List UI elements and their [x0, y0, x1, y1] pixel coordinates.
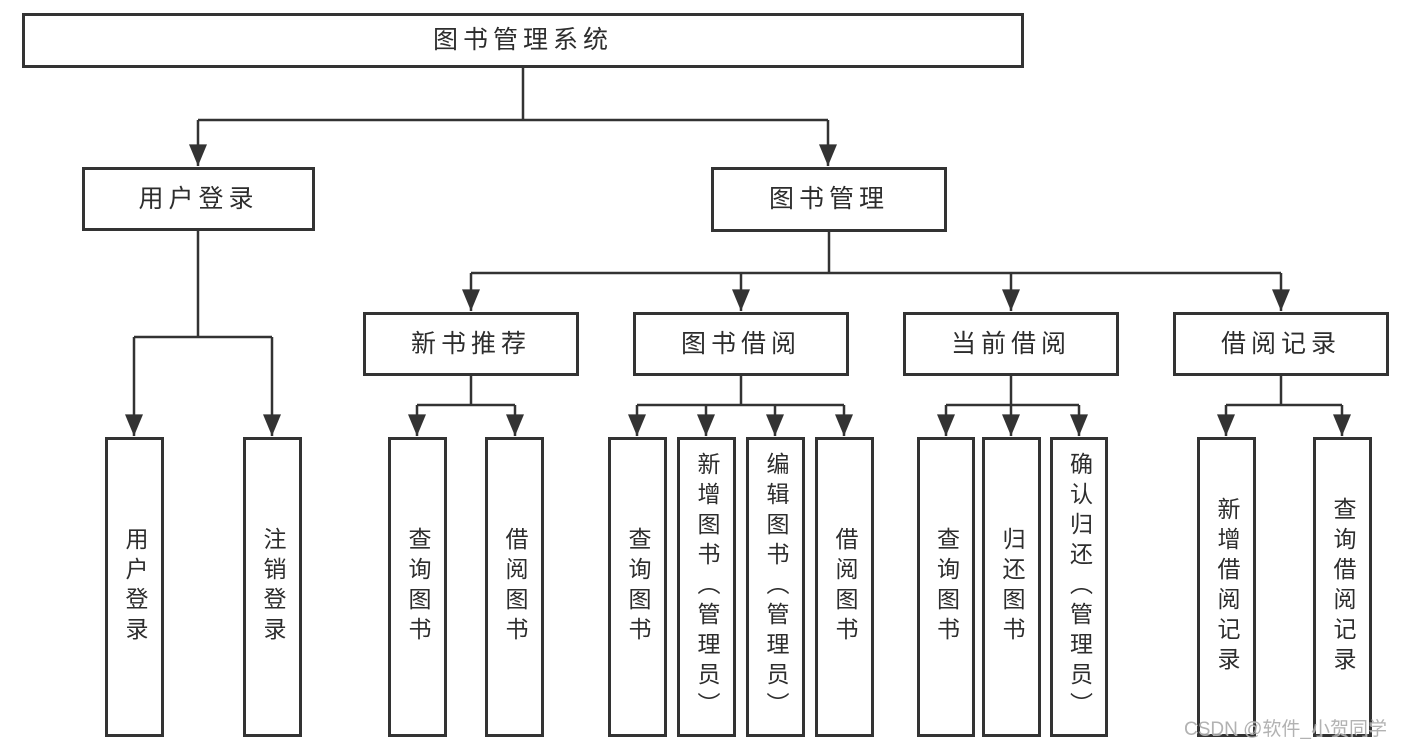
- node-library-system-label: 图书管理系统: [432, 26, 613, 54]
- node-leaf-query-books-recommend: 查询图书: [388, 437, 447, 737]
- node-leaf-edit-books-admin-label: 编辑图书（管理员）: [763, 452, 789, 722]
- node-leaf-confirm-return-admin-label: 确认归还（管理员）: [1066, 452, 1093, 722]
- node-leaf-borrow-books-borrowing-label: 借阅图书: [832, 527, 858, 647]
- node-user-login-label: 用户登录: [138, 184, 259, 213]
- node-leaf-logout: 注销登录: [243, 437, 302, 737]
- edges-new-book-split: [408, 376, 524, 436]
- node-leaf-user-login: 用户登录: [105, 437, 164, 737]
- node-leaf-user-login-label: 用户登录: [122, 527, 148, 647]
- node-leaf-confirm-return-admin: 确认归还（管理员）: [1050, 437, 1108, 737]
- node-leaf-query-borrow-record: 查询借阅记录: [1313, 437, 1372, 737]
- node-current-borrowing-label: 当前借阅: [950, 329, 1071, 358]
- edges-book-borrowing-split: [628, 376, 853, 436]
- node-leaf-add-borrow-record-label: 新增借阅记录: [1214, 497, 1240, 677]
- node-leaf-add-books-admin: 新增图书（管理员）: [677, 437, 736, 737]
- node-leaf-query-books-current-label: 查询图书: [933, 527, 960, 647]
- node-leaf-add-books-admin-label: 新增图书（管理员）: [694, 452, 720, 722]
- node-new-book-recommendation: 新书推荐: [363, 312, 579, 376]
- node-book-management: 图书管理: [711, 167, 947, 232]
- node-leaf-return-books-label: 归还图书: [999, 527, 1025, 647]
- node-leaf-query-borrow-record-label: 查询借阅记录: [1330, 497, 1356, 677]
- node-current-borrowing: 当前借阅: [903, 312, 1119, 376]
- node-leaf-query-books-borrowing: 查询图书: [608, 437, 667, 737]
- edges-borrowing-records-split: [1217, 376, 1351, 436]
- node-leaf-borrow-books-borrowing: 借阅图书: [815, 437, 874, 737]
- edges-current-borrowing-split: [937, 376, 1088, 436]
- node-book-borrowing-label: 图书借阅: [680, 329, 801, 358]
- node-book-management-label: 图书管理: [768, 185, 889, 213]
- node-leaf-edit-books-admin: 编辑图书（管理员）: [746, 437, 805, 737]
- edges-book-management-split: [462, 232, 1290, 311]
- edges-user-login-split: [125, 231, 281, 436]
- node-leaf-query-books-recommend-label: 查询图书: [405, 527, 431, 647]
- node-leaf-return-books: 归还图书: [982, 437, 1041, 737]
- node-library-system: 图书管理系统: [22, 13, 1024, 68]
- edges-root-split: [189, 68, 837, 166]
- node-book-borrowing: 图书借阅: [633, 312, 849, 376]
- node-leaf-query-books-current: 查询图书: [917, 437, 975, 737]
- node-leaf-add-borrow-record: 新增借阅记录: [1197, 437, 1256, 737]
- node-borrowing-records-label: 借阅记录: [1220, 329, 1341, 358]
- node-leaf-borrow-books-recommend: 借阅图书: [485, 437, 544, 737]
- node-leaf-logout-label: 注销登录: [260, 527, 286, 647]
- node-leaf-query-books-borrowing-label: 查询图书: [625, 527, 651, 647]
- node-new-book-recommendation-label: 新书推荐: [410, 329, 531, 358]
- node-leaf-borrow-books-recommend-label: 借阅图书: [502, 527, 528, 647]
- node-borrowing-records: 借阅记录: [1173, 312, 1389, 376]
- csdn-watermark: CSDN @软件_小贺同学: [1184, 719, 1387, 740]
- node-user-login: 用户登录: [82, 167, 315, 231]
